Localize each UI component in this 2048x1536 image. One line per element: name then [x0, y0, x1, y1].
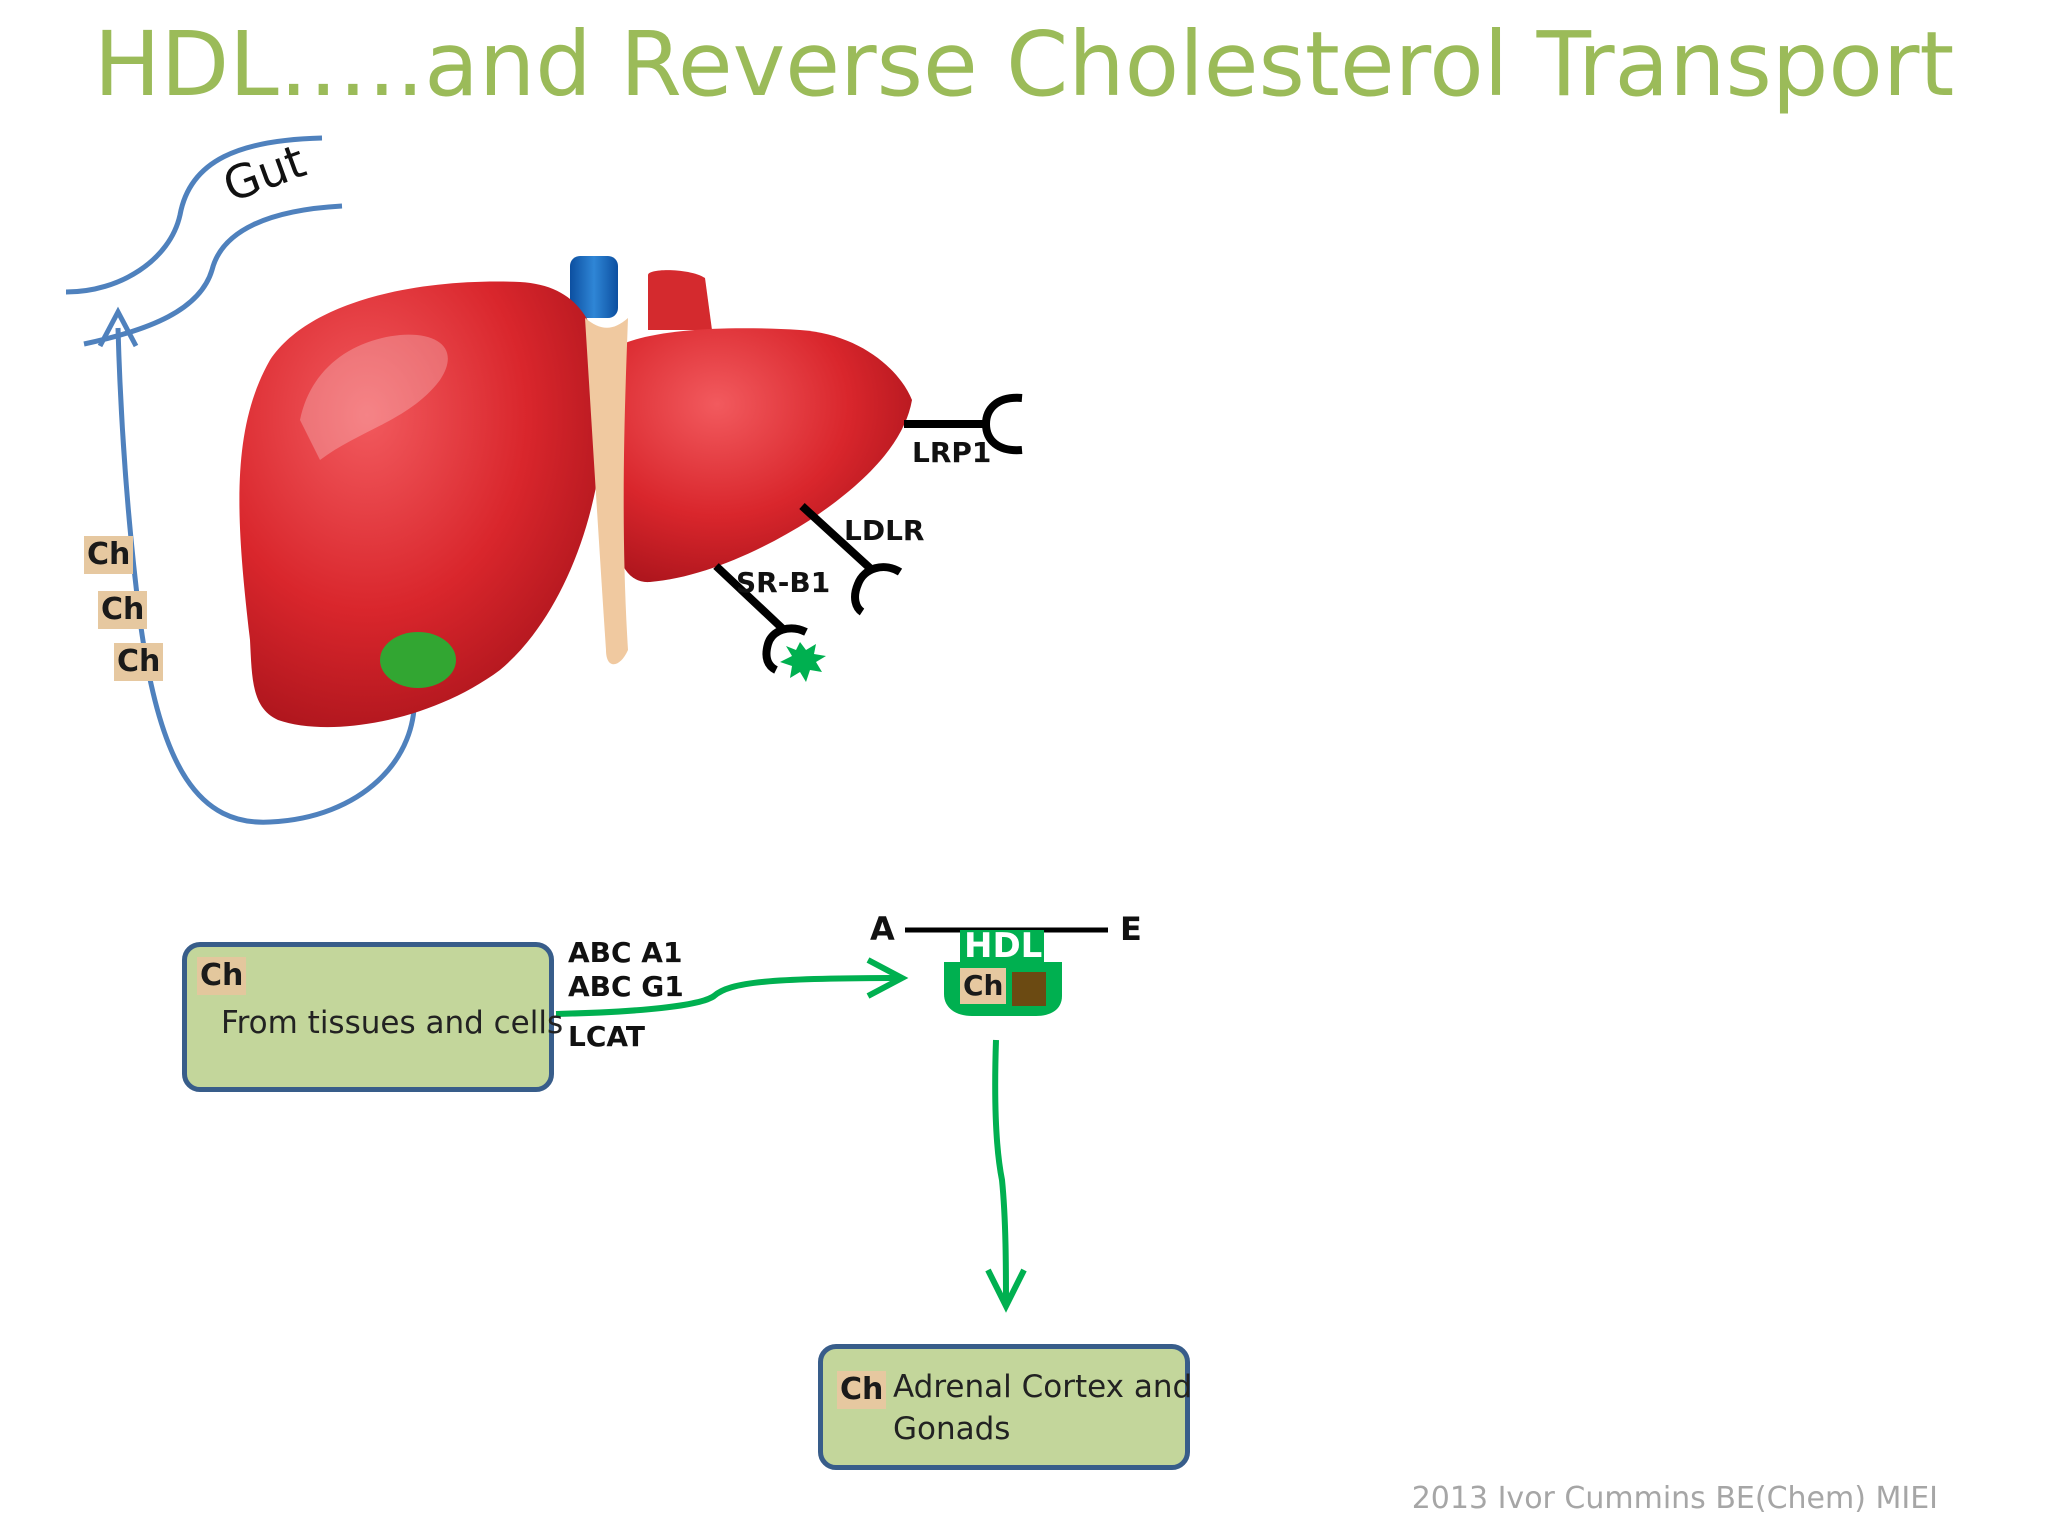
hdl-label: HDL [964, 926, 1043, 966]
transporter-label-abcg1: ABC G1 [568, 970, 684, 1003]
enzyme-label-lcat: LCAT [568, 1020, 645, 1053]
source-box-text: From tissues and cells [221, 1005, 564, 1041]
receptor-label-srb1: SR-B1 [736, 566, 831, 599]
cholesterol-tag: Ch [98, 591, 148, 629]
hdl-cholesterol-tag: Ch [960, 968, 1007, 1004]
transporter-label-abca1: ABC A1 [568, 936, 683, 969]
apolipoprotein-label-a: A [870, 910, 895, 948]
cholesterol-tag: Ch [837, 1371, 887, 1409]
slide-title: HDL…..and Reverse Cholesterol Transport [93, 12, 1955, 116]
cholesterol-tag: Ch [84, 536, 134, 574]
enterohepatic-arrow [97, 306, 417, 825]
cholesterol-tag: Ch [114, 643, 164, 681]
cholesterol-tag: Ch [197, 957, 247, 995]
receptor-label-ldlr: LDLR [844, 514, 925, 547]
receptor-label-lrp1: LRP1 [912, 436, 992, 469]
receptor-lrp1 [904, 393, 1023, 455]
adrenal-gonads-box: Ch Adrenal Cortex and Gonads [818, 1344, 1193, 1470]
target-box-line1: Adrenal Cortex and [893, 1369, 1193, 1405]
receptor-srb1 [713, 563, 808, 674]
copyright-footer: 2013 Ivor Cummins BE(Chem) MIEI [1411, 1481, 1938, 1516]
delivery-arrow [985, 1039, 1027, 1313]
liver [239, 256, 912, 728]
hdl-docking-burst [780, 642, 826, 682]
target-box-line2: Gonads [893, 1411, 1011, 1447]
efflux-arrow [555, 957, 909, 1017]
apolipoprotein-label-e: E [1120, 910, 1142, 948]
gut-outline [65, 135, 343, 347]
source-tissues-box: Ch From tissues and cells [182, 942, 563, 1092]
receptor-ldlr [799, 503, 903, 616]
